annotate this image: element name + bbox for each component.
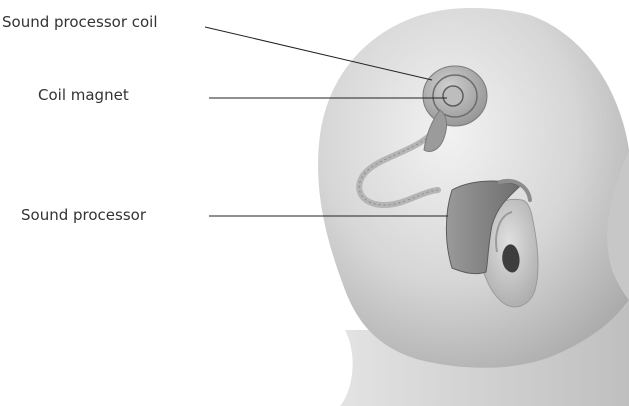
- label-sound-processor-coil: Sound processor coil: [2, 15, 158, 30]
- label-sound-processor: Sound processor: [21, 208, 146, 223]
- coil-magnet: [443, 86, 463, 106]
- label-coil-magnet: Coil magnet: [38, 88, 129, 103]
